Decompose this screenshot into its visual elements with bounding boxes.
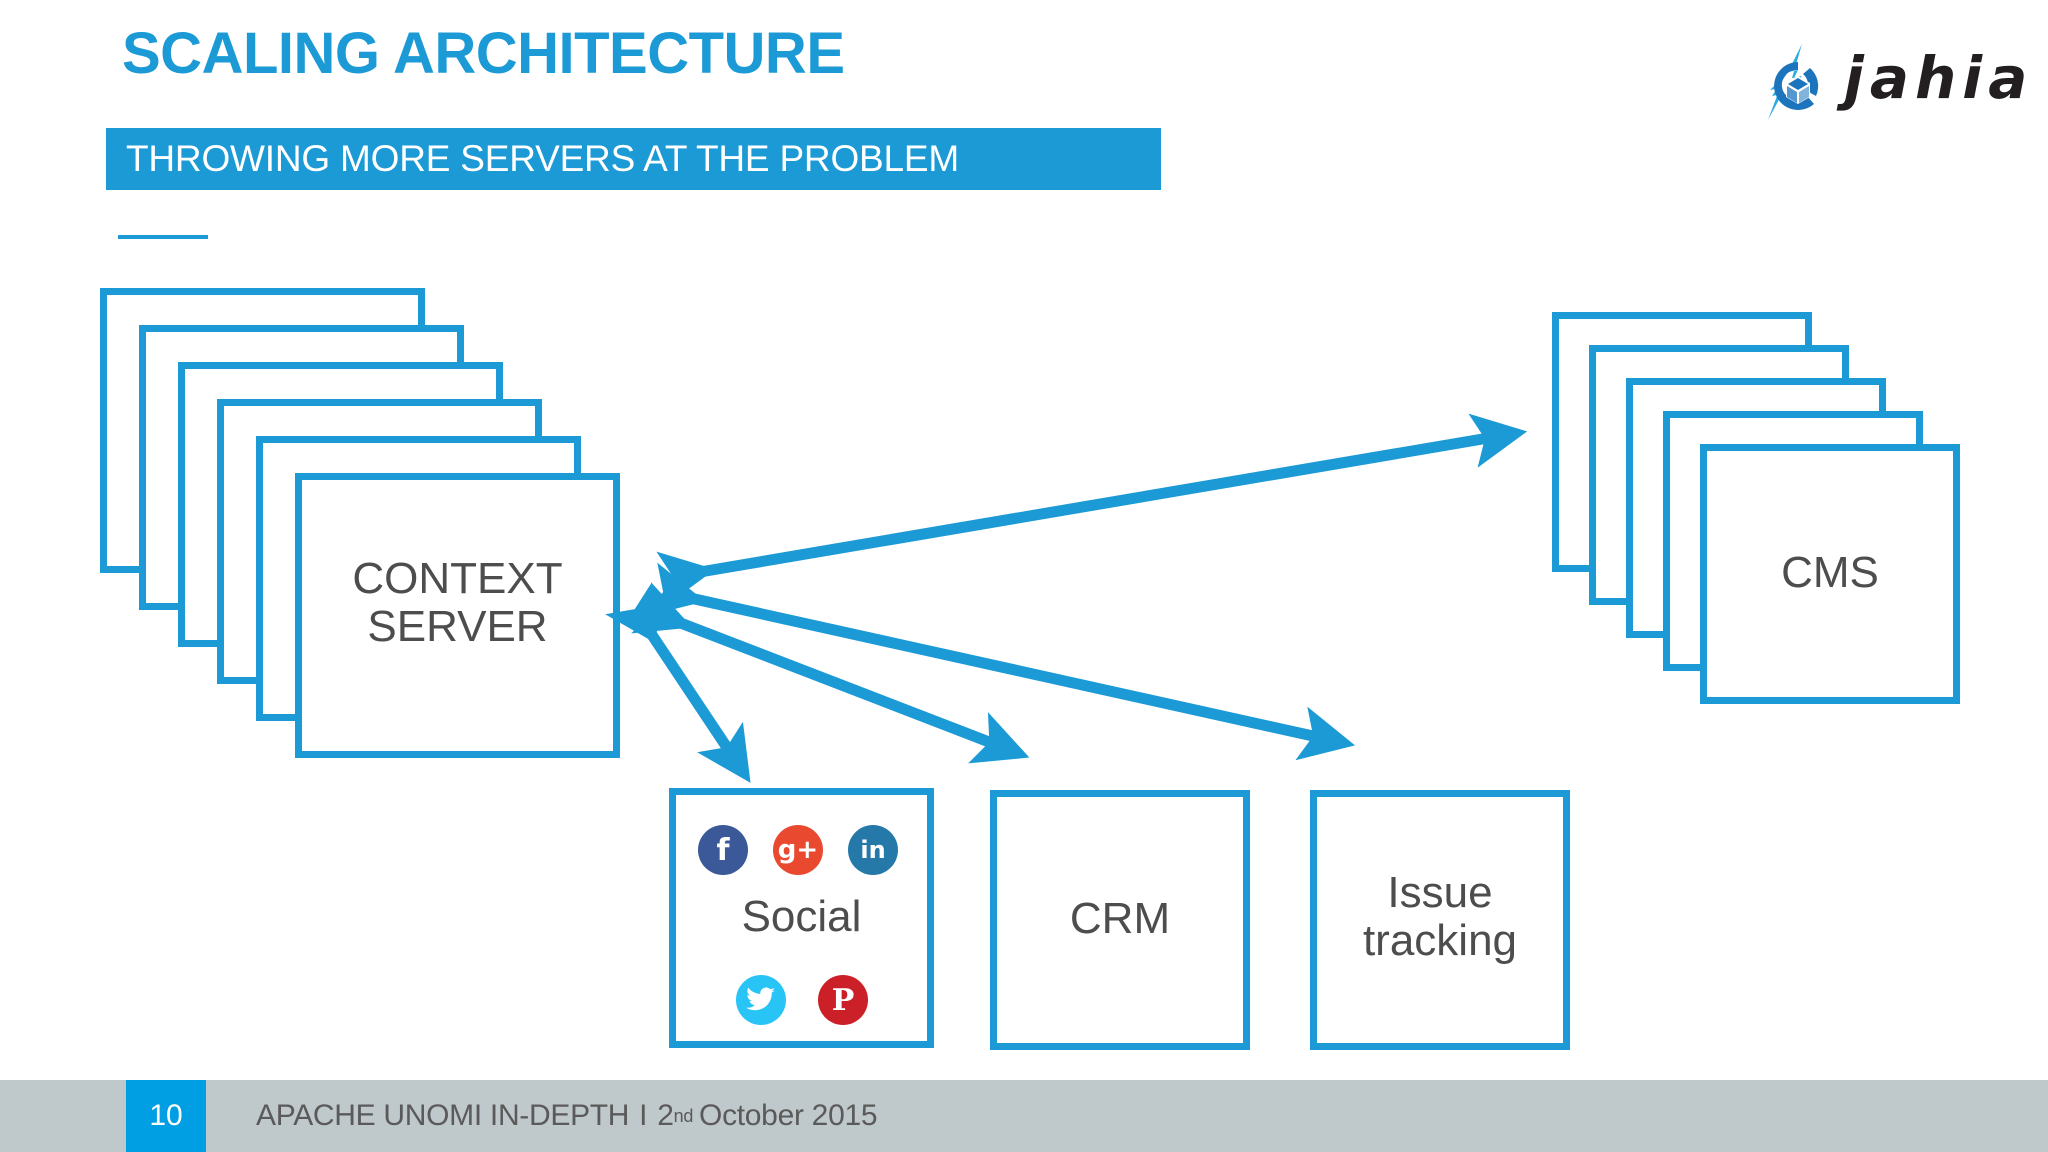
google-plus-icon[interactable]: g+ — [773, 825, 823, 875]
issue-tracking-label-line1: Issue — [1387, 868, 1493, 917]
context-server-card-front[interactable]: CONTEXT SERVER — [295, 473, 620, 758]
arrow-context-server-crm — [631, 582, 1030, 764]
context-server-label-line1: CONTEXT — [352, 554, 563, 603]
facebook-icon[interactable]: f — [698, 825, 748, 875]
footer-deck-title: APACHE UNOMI IN-DEPTH — [256, 1099, 630, 1132]
subtitle-banner: THROWING MORE SERVERS AT THE PROBLEM — [106, 128, 1161, 190]
twitter-bird-glyph — [746, 987, 775, 1011]
issue-tracking-label-line2: tracking — [1362, 915, 1518, 965]
cms-stack[interactable]: CMS — [1552, 312, 1972, 722]
arrow-context-server-social — [605, 583, 751, 783]
page-title: SCALING ARCHITECTURE — [122, 21, 845, 86]
footer-date-rest: October 2015 — [699, 1099, 878, 1132]
context-server-label: CONTEXT SERVER — [302, 555, 613, 650]
social-box[interactable]: f g+ in Social P — [669, 788, 934, 1048]
facebook-glyph: f — [716, 832, 730, 868]
pinterest-glyph: P — [831, 982, 855, 1018]
social-label: Social — [741, 892, 862, 941]
arrow-context-server-cms — [656, 413, 1528, 606]
arrow-context-server-issue-tracking — [645, 562, 1356, 761]
issue-tracking-label: Issue tracking — [1317, 869, 1563, 964]
footer-separator: I — [639, 1099, 648, 1132]
context-server-stack[interactable]: CONTEXT SERVER — [100, 288, 640, 758]
footer-date-ordinal: nd — [673, 1105, 694, 1126]
footer-date-day: 2 — [657, 1099, 674, 1132]
linkedin-glyph: in — [860, 836, 886, 864]
subtitle-text: THROWING MORE SERVERS AT THE PROBLEM — [126, 138, 959, 179]
title-divider-rule — [118, 235, 208, 239]
jahia-logo: jahia — [1758, 38, 2027, 130]
linkedin-icon[interactable]: in — [848, 825, 898, 875]
pinterest-icon[interactable]: P — [818, 975, 868, 1025]
jahia-mark-icon — [1768, 44, 1819, 120]
cms-label: CMS — [1781, 548, 1879, 597]
jahia-wordmark: jahia — [1844, 44, 2034, 112]
context-server-label-line2: SERVER — [367, 601, 548, 651]
issue-tracking-box[interactable]: Issue tracking — [1310, 790, 1570, 1050]
twitter-icon[interactable] — [736, 975, 786, 1025]
crm-label: CRM — [1069, 894, 1171, 943]
crm-box[interactable]: CRM — [990, 790, 1250, 1050]
google-plus-glyph: g+ — [777, 835, 819, 865]
cms-card-front[interactable]: CMS — [1700, 444, 1960, 704]
page-number-badge: 10 — [126, 1080, 206, 1152]
